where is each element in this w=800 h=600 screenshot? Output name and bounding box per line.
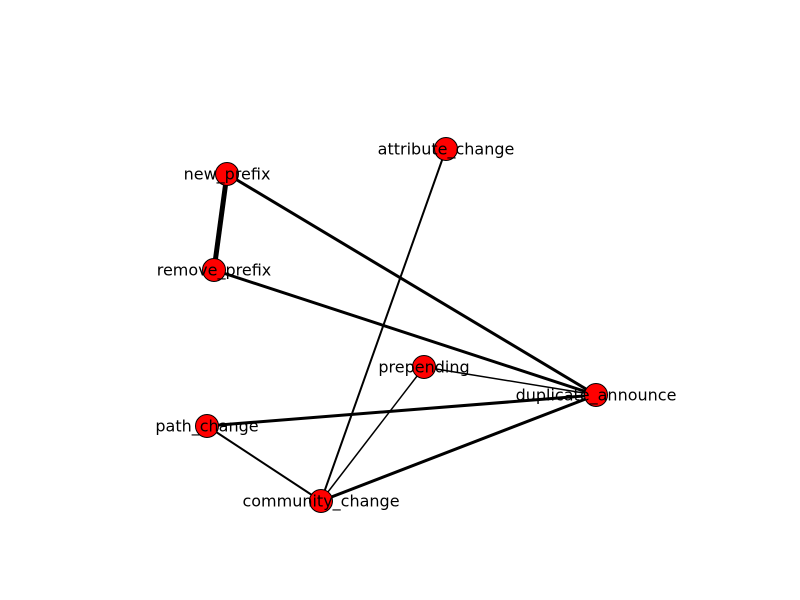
node-duplicate_announce xyxy=(584,383,608,407)
node-attribute_change xyxy=(434,137,458,161)
node-prepending xyxy=(412,355,436,379)
edge-path_change-duplicate_announce xyxy=(206,393,597,428)
node-new_prefix xyxy=(215,162,239,186)
edge-community_change-duplicate_announce xyxy=(320,393,597,503)
edge-remove_prefix-duplicate_announce xyxy=(213,268,597,397)
edge-layer xyxy=(206,148,597,503)
edge-path_change-community_change xyxy=(206,425,322,502)
node-label-remove_prefix: remove_prefix xyxy=(157,261,272,281)
edge-prepending-community_change xyxy=(320,366,425,502)
label-layer: attribute_change new_prefix remove_prefixp… xyxy=(155,140,676,512)
node-label-prepending: prepending xyxy=(378,358,469,377)
edge-attribute_change-community_change xyxy=(320,148,447,502)
node-label-attribute_change: attribute_change xyxy=(378,140,515,160)
node-label-path_change: path_change xyxy=(155,417,258,437)
node-layer xyxy=(195,137,608,513)
node-path_change xyxy=(195,414,219,438)
node-remove_prefix xyxy=(202,258,226,282)
node-label-duplicate_announce: duplicate_announce xyxy=(516,386,677,406)
edge-new_prefix-duplicate_announce xyxy=(226,172,597,397)
edge-prepending-duplicate_announce xyxy=(423,366,597,396)
node-label-community_change: community_change xyxy=(242,492,399,512)
node-community_change xyxy=(309,489,333,513)
edge-new_prefix-remove_prefix xyxy=(211,173,230,271)
node-label-new_prefix: new_prefix xyxy=(184,165,271,185)
